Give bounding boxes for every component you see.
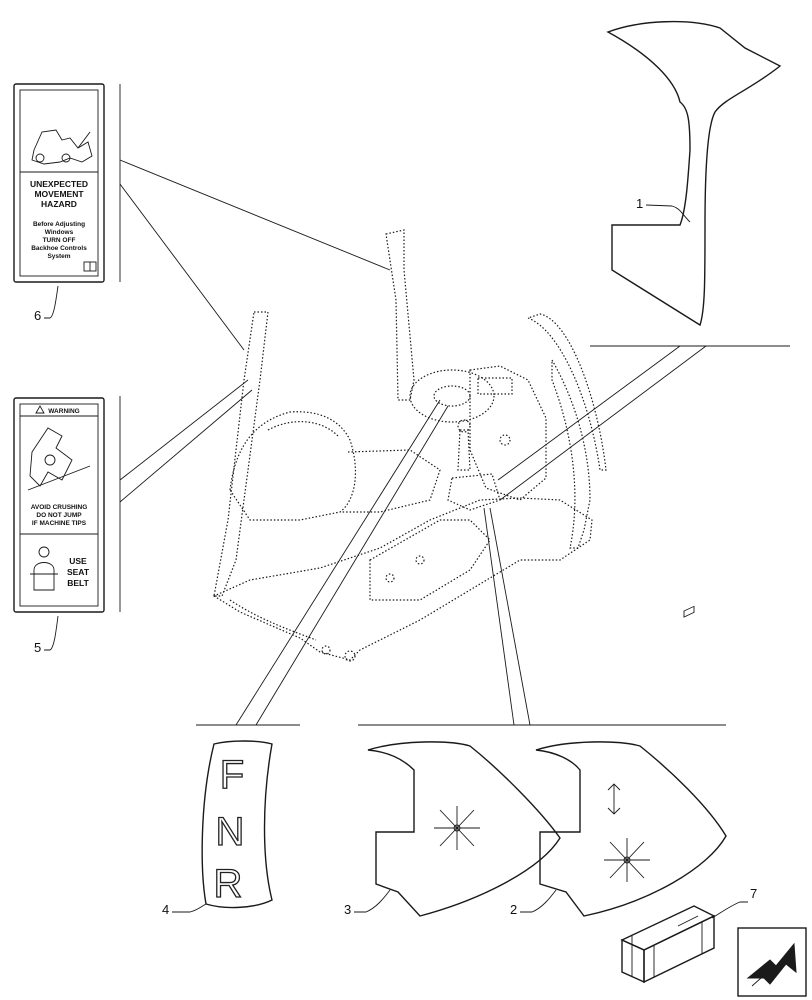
callout-2-label: 2 xyxy=(510,902,517,917)
decal-4-fnr: F N R xyxy=(201,740,273,909)
tipping-machine-icon xyxy=(27,427,91,491)
cab-interior-illustration xyxy=(212,229,607,662)
decal5-belt2: SEAT xyxy=(67,567,90,577)
decal5-line1: AVOID CRUSHING xyxy=(31,504,88,511)
next-page-arrow-icon[interactable] xyxy=(737,927,807,997)
callout-6: 6 xyxy=(34,285,59,323)
callout-7: 7 xyxy=(711,886,757,919)
machine-hazard-icon xyxy=(31,129,93,165)
callout-7-label: 7 xyxy=(750,886,757,901)
warning-triangle-icon xyxy=(35,405,45,414)
callout-2: 2 xyxy=(510,889,557,917)
decal6-line2: MOVEMENT xyxy=(34,189,84,199)
fnr-letter-f: F xyxy=(220,753,244,797)
decal6-line4: Before Adjusting xyxy=(33,221,85,228)
callout-1: 1 xyxy=(636,196,691,223)
decal-2-shape xyxy=(535,741,727,917)
callout-5: 5 xyxy=(34,615,59,655)
decal5-belt1: USE xyxy=(69,556,87,566)
decal6-line6: TURN OFF xyxy=(43,237,76,244)
callout-1-label: 1 xyxy=(636,196,643,211)
leader-lines xyxy=(119,159,790,726)
joystick-pattern-icon xyxy=(434,806,480,850)
callout-4: 4 xyxy=(162,902,207,917)
decal5-line2: DO NOT JUMP xyxy=(36,512,82,519)
lever-direction-icon xyxy=(607,783,621,815)
fnr-letter-n: N xyxy=(216,810,245,854)
callout-3: 3 xyxy=(344,889,391,917)
parts-crate-icon xyxy=(620,605,716,984)
decal5-header: WARNING xyxy=(48,408,79,415)
decal6-line1: UNEXPECTED xyxy=(30,179,88,189)
decal6-line5: Windows xyxy=(45,229,74,236)
manual-book-icon xyxy=(83,261,97,272)
decal6-line7: Backhoe Controls xyxy=(31,245,87,252)
callout-6-label: 6 xyxy=(34,308,41,323)
fnr-letter-r: R xyxy=(214,862,243,906)
callout-5-label: 5 xyxy=(34,640,41,655)
decal5-belt3: BELT xyxy=(67,578,89,588)
seat-belt-person-icon xyxy=(30,546,58,591)
callout-3-label: 3 xyxy=(344,902,351,917)
decal5-line3: IF MACHINE TIPS xyxy=(32,520,87,527)
joystick-pattern-icon xyxy=(604,838,650,882)
decal-3-shape xyxy=(367,741,561,917)
decal6-line3: HAZARD xyxy=(41,199,77,209)
decal-1-shape xyxy=(606,20,782,327)
decal6-line8: System xyxy=(47,253,70,260)
decal-5: WARNING AVOID CRUSHING DO NOT JUMP IF MA… xyxy=(13,397,105,613)
decal-6: UNEXPECTED MOVEMENT HAZARD Before Adjust… xyxy=(13,83,105,283)
callout-4-label: 4 xyxy=(162,902,169,917)
